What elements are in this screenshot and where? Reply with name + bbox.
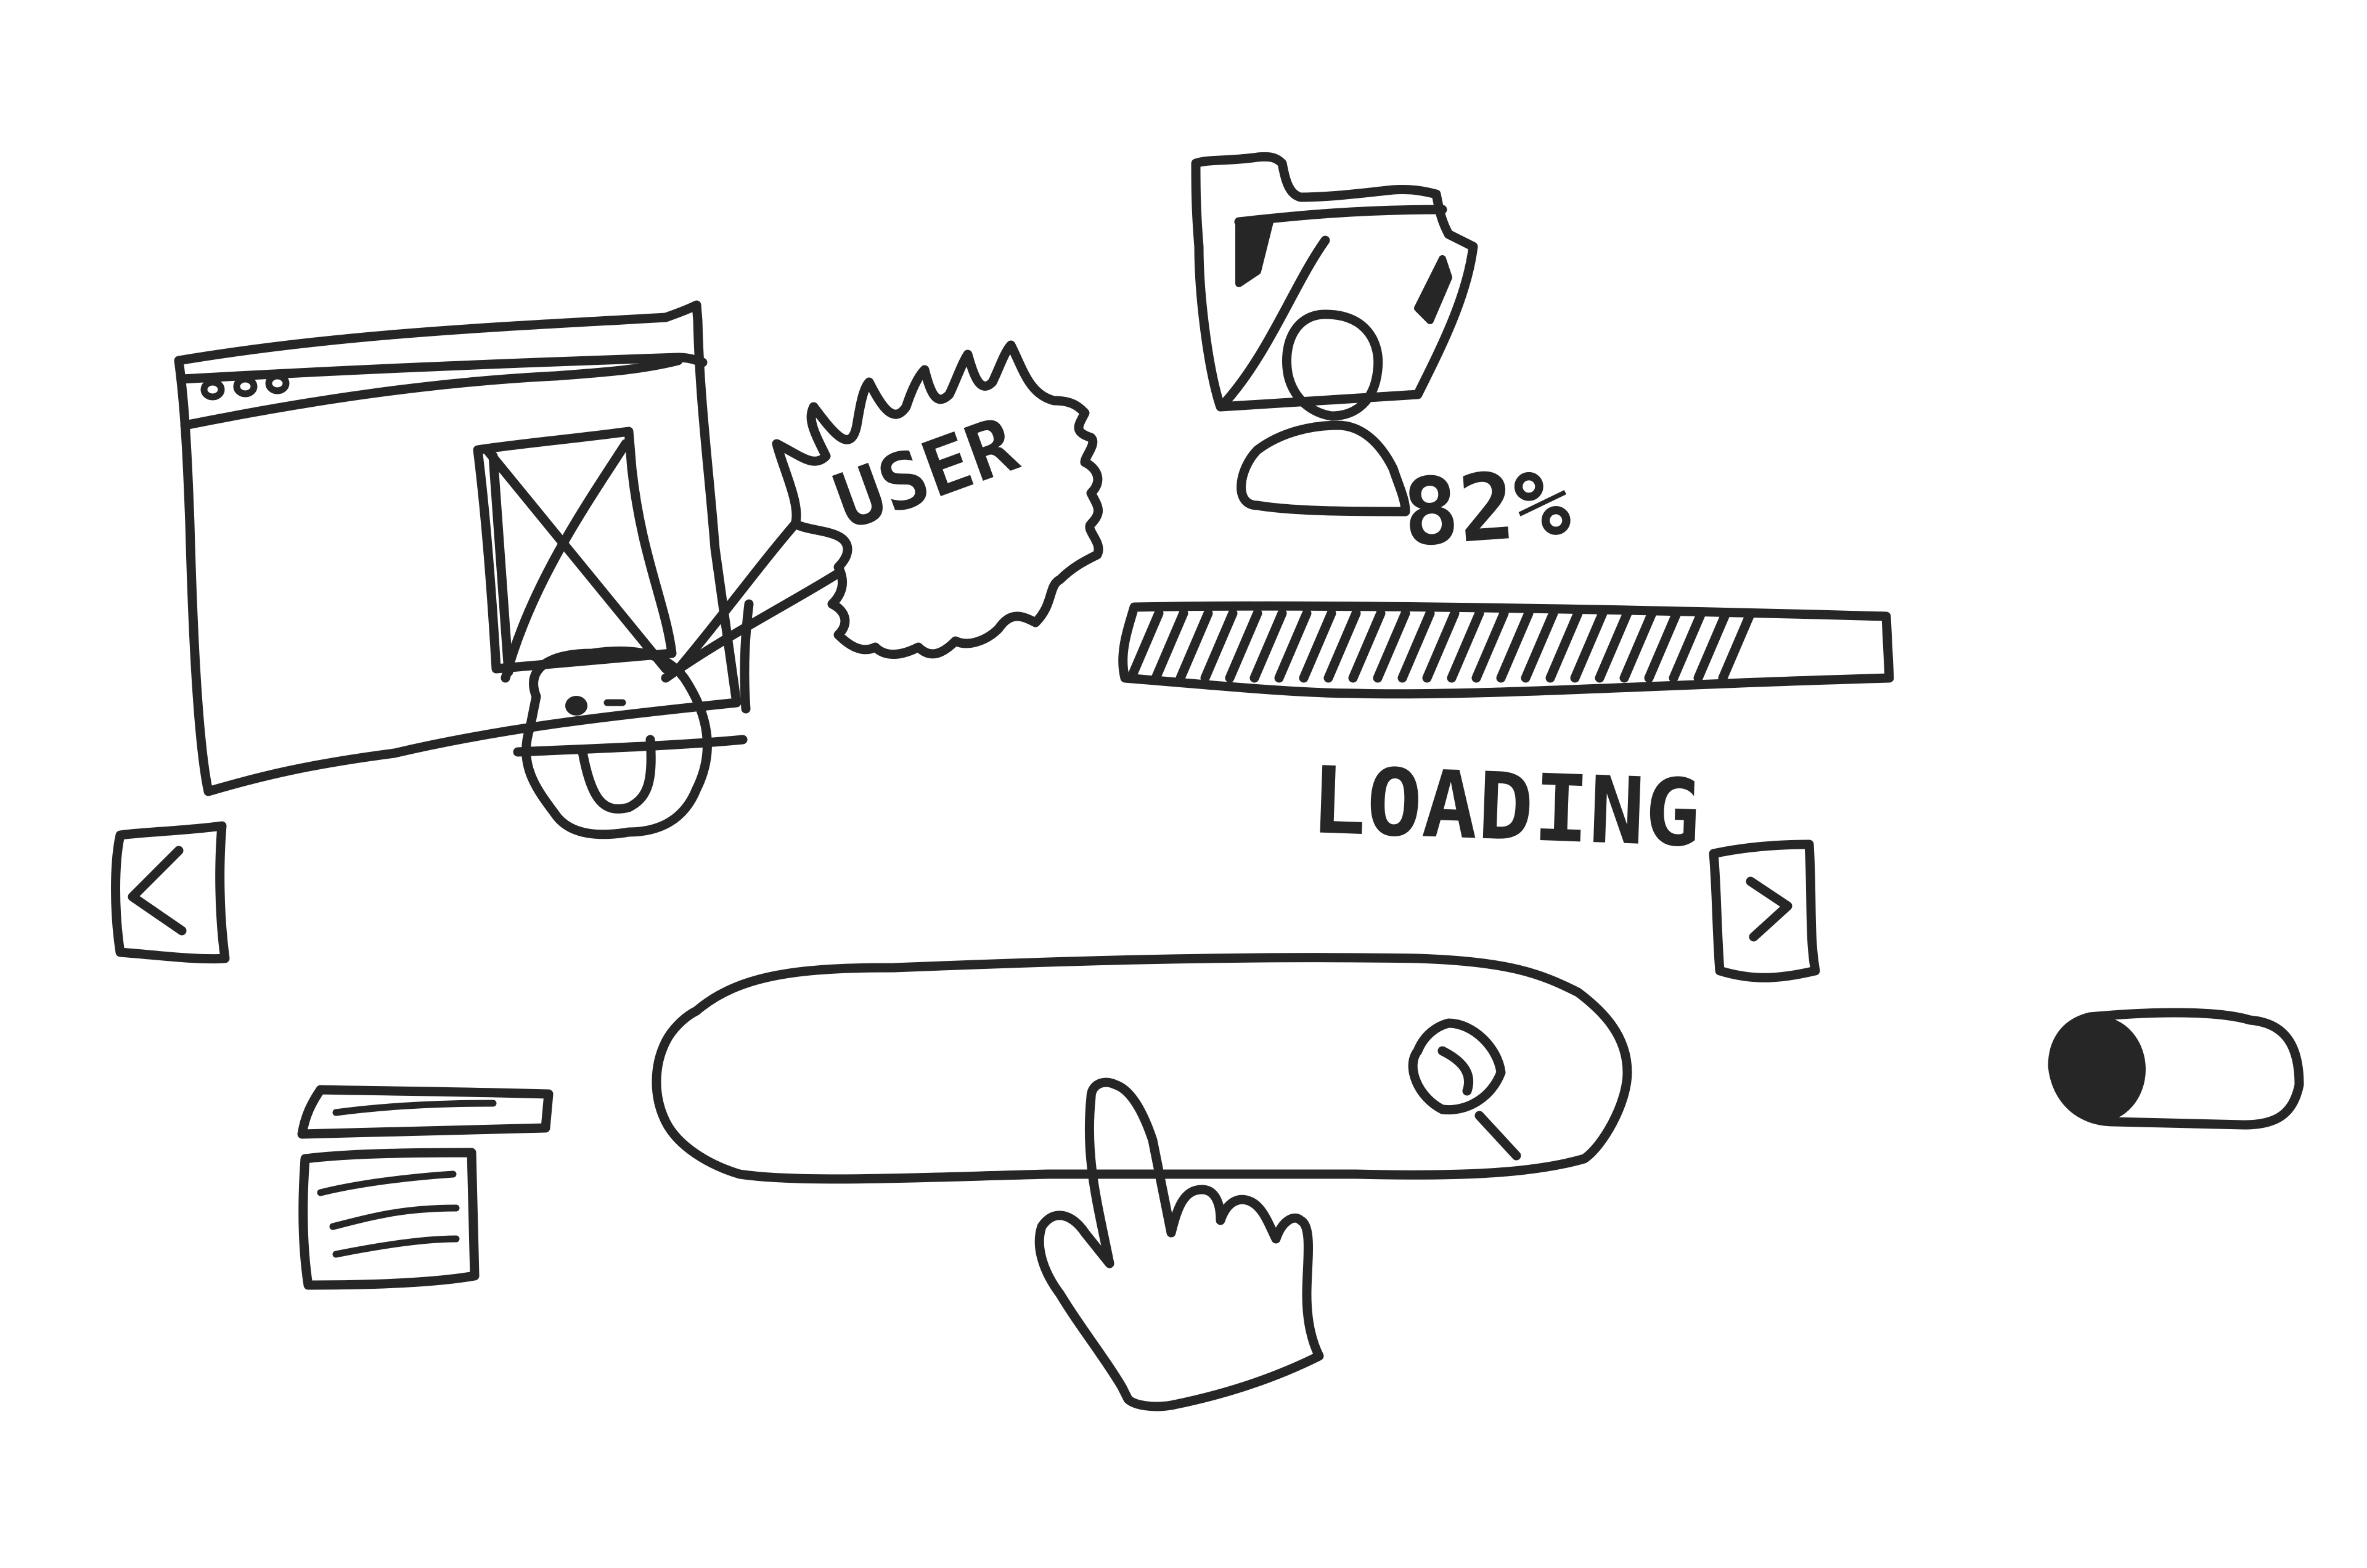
prev-button[interactable] [111, 821, 230, 964]
progress-hatch-line [1669, 608, 1706, 683]
progress-hatch-line [1249, 608, 1287, 683]
progress-hatch-line [1595, 608, 1632, 683]
progress-hatch-line [1397, 608, 1435, 683]
smiley-face-icon [513, 646, 748, 839]
search-bar[interactable] [652, 953, 1632, 1184]
progress-hatch-line [1619, 608, 1657, 683]
progress-hatch-line [1545, 608, 1583, 683]
next-button[interactable] [1709, 839, 1820, 982]
user-profile-folder-icon[interactable] [1191, 152, 1478, 517]
chevron-left-icon [128, 846, 187, 936]
progress-hatch-line [1151, 608, 1188, 683]
toggle-switch[interactable] [2048, 1008, 2304, 1130]
progress-hatch-line [1373, 608, 1410, 683]
progress-percent-label: 82% [1399, 449, 1573, 567]
progress-hatch-line [1496, 608, 1534, 683]
progress-hatch [1126, 608, 1756, 683]
progress-hatch-line [1126, 608, 1164, 683]
toggle-knob [2052, 1016, 2146, 1122]
content-card-icon[interactable] [297, 1085, 554, 1290]
progress-hatch-line [1323, 608, 1361, 683]
progress-hatch-line [1200, 608, 1238, 683]
progress-hatch-line [1299, 608, 1336, 683]
window-dots [200, 372, 290, 401]
hand-pointer-icon [1034, 1077, 1324, 1411]
image-placeholder-icon[interactable] [473, 427, 677, 683]
progress-status-label: LOADING [1309, 747, 1703, 868]
progress-hatch-line [1274, 608, 1312, 683]
progress-hatch-line [1175, 608, 1213, 683]
browser-window-icon [174, 300, 742, 796]
progress-hatch-line [1718, 608, 1756, 683]
progress-hatch-line [1348, 608, 1386, 683]
speech-bubble-tail [661, 519, 843, 714]
progress-hatch-line [1447, 608, 1484, 683]
progress-hatch-line [1644, 608, 1682, 683]
progress-bar [1118, 601, 1894, 699]
chevron-right-icon [1746, 876, 1793, 942]
progress-hatch-line [1570, 608, 1608, 683]
progress-hatch-line [1693, 608, 1731, 683]
progress-hatch-line [1471, 608, 1509, 683]
speech-bubble: USER [772, 340, 1103, 659]
progress-hatch-line [1422, 608, 1460, 683]
progress-hatch-line [1225, 608, 1262, 683]
progress-hatch-line [1521, 608, 1558, 683]
magnifier-icon[interactable] [1408, 1018, 1521, 1161]
